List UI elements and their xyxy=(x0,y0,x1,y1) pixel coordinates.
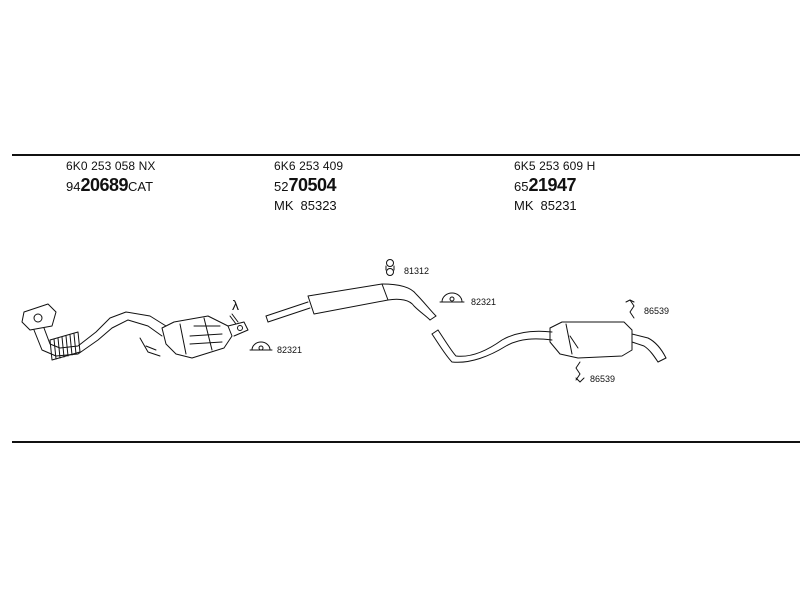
center-muffler-assembly xyxy=(265,283,437,323)
top-rule xyxy=(12,154,800,156)
reference-number: 5270504 xyxy=(274,175,337,195)
lambda-sensor-label: λ xyxy=(232,297,239,313)
part-number: 6K5 253 609 H xyxy=(514,159,596,173)
lambda-sensor xyxy=(229,313,239,325)
clamp-center-label: 82321 xyxy=(471,297,497,307)
reference-number: 9420689CAT xyxy=(66,175,154,195)
rear-muffler-assembly xyxy=(431,321,667,363)
hanger-rear-bottom-label: 86539 xyxy=(590,374,616,384)
part-number: 6K6 253 409 xyxy=(274,159,344,173)
hanger-center-label: 81312 xyxy=(404,266,430,276)
clamp-front-label: 82321 xyxy=(277,345,303,355)
clamp-center-icon xyxy=(439,292,465,303)
front-pipe xyxy=(21,303,167,361)
hanger-rear-top-label: 86539 xyxy=(644,306,670,316)
hanger-rear-bottom-icon xyxy=(575,361,585,383)
clamp-front-icon xyxy=(249,341,273,351)
flex-bellows xyxy=(49,331,81,361)
reference-number: 6521947 xyxy=(514,175,577,195)
hanger-center-icon xyxy=(385,259,395,276)
part-block-catalytic-converter: 6K0 253 058 NX 9420689CAT xyxy=(66,160,155,195)
part-number: 6K0 253 058 NX xyxy=(66,159,156,173)
bottom-rule xyxy=(12,441,800,443)
hanger-rear-top-icon xyxy=(625,299,635,319)
